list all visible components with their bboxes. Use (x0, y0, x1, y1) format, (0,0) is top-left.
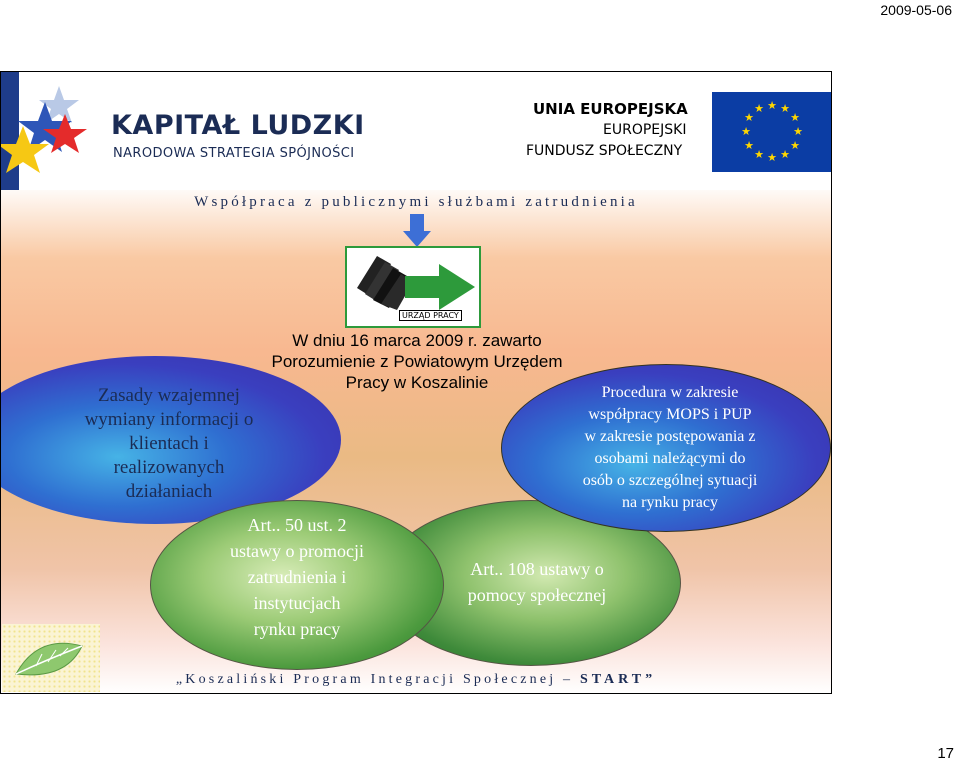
footer-program-name: „Koszaliński Program Integracji Społeczn… (175, 672, 574, 687)
text-line: rynku pracy (253, 619, 341, 639)
urzad-pracy-label: URZĄD PRACY (399, 310, 462, 321)
information-exchange-text: Zasady wzajemnej wymiany informacji o kl… (65, 384, 273, 504)
text-line: Art.. 108 ustawy o (470, 559, 604, 579)
text-line: działaniach (125, 481, 213, 502)
svg-text:★: ★ (744, 111, 754, 124)
slide-subtitle: Współpraca z publicznymi służbami zatrud… (194, 194, 638, 210)
text-line: osób o szczególnej sytuacji (582, 472, 758, 489)
agreement-text: W dniu 16 marca 2009 r. zawarto Porozumi… (241, 330, 593, 393)
eu-flag-icon: ★ ★ ★ ★ ★ ★ ★ ★ ★ ★ ★ ★ (712, 92, 831, 172)
slide-header: KAPITAŁ LUDZKI NARODOWA STRATEGIA SPÓJNO… (1, 72, 831, 190)
leaf-logo-icon (2, 624, 100, 692)
svg-text:★: ★ (767, 99, 777, 112)
procedure-text: Procedura w zakresie współpracy MOPS i P… (541, 382, 799, 514)
svg-text:★: ★ (780, 102, 790, 115)
svg-text:★: ★ (793, 125, 803, 138)
text-line: osobami należącymi do (594, 450, 746, 467)
program-title: KAPITAŁ LUDZKI (111, 110, 365, 141)
document-date: 2009-05-06 (880, 2, 952, 18)
eu-name: UNIA EUROPEJSKA (533, 100, 688, 118)
program-subtitle: NARODOWA STRATEGIA SPÓJNOŚCI (113, 146, 355, 161)
text-line: ustawy o promocji (230, 541, 364, 561)
urzad-pracy-logo-graphic (357, 256, 475, 310)
text-line: Zasady wzajemnej (98, 385, 240, 406)
text-line: zatrudnienia i (247, 567, 347, 587)
text-line: realizowanych (113, 457, 225, 478)
svg-text:★: ★ (780, 148, 790, 161)
kapital-ludzki-stars-icon (1, 72, 87, 190)
slide-footer: „Koszaliński Program Integracji Społeczn… (1, 672, 831, 688)
svg-text:★: ★ (754, 102, 764, 115)
svg-text:★: ★ (744, 139, 754, 152)
svg-text:★: ★ (754, 148, 764, 161)
agreement-line: W dniu 16 marca 2009 r. zawarto (292, 331, 542, 350)
agreement-line: Porozumienie z Powiatowym Urzędem (271, 352, 563, 371)
svg-text:★: ★ (767, 151, 777, 164)
text-line: wymiany informacji o (84, 409, 254, 430)
svg-text:★: ★ (790, 111, 800, 124)
employment-act-text: Art.. 50 ust. 2 ustawy o promocji zatrud… (185, 512, 409, 642)
text-line: klientach i (129, 433, 209, 454)
down-arrow-icon (403, 214, 431, 247)
text-line: Procedura w zakresie (601, 384, 739, 401)
svg-text:★: ★ (741, 125, 751, 138)
ellipse-information-exchange (1, 356, 341, 524)
ellipse-procedure (501, 364, 831, 532)
eu-fund-line1: EUROPEJSKI (603, 122, 687, 138)
page-number: 17 (937, 745, 954, 762)
text-line: instytucjach (253, 593, 341, 613)
text-line: w zakresie postępowania z (584, 428, 756, 445)
eu-fund-line2: FUNDUSZ SPOŁECZNY (526, 143, 683, 159)
svg-text:★: ★ (790, 139, 800, 152)
social-assistance-act-text: Art.. 108 ustawy o pomocy społecznej (437, 556, 637, 608)
agreement-line: Pracy w Koszalinie (345, 373, 489, 392)
text-line: pomocy społecznej (467, 585, 607, 605)
slide: KAPITAŁ LUDZKI NARODOWA STRATEGIA SPÓJNO… (0, 71, 832, 694)
text-line: Art.. 50 ust. 2 (247, 515, 347, 535)
footer-start: START” (579, 672, 657, 687)
ellipse-employment-act (150, 500, 444, 670)
text-line: współpracy MOPS i PUP (588, 406, 752, 423)
urzad-pracy-logo: URZĄD PRACY (345, 246, 481, 328)
text-line: na rynku pracy (622, 494, 718, 511)
